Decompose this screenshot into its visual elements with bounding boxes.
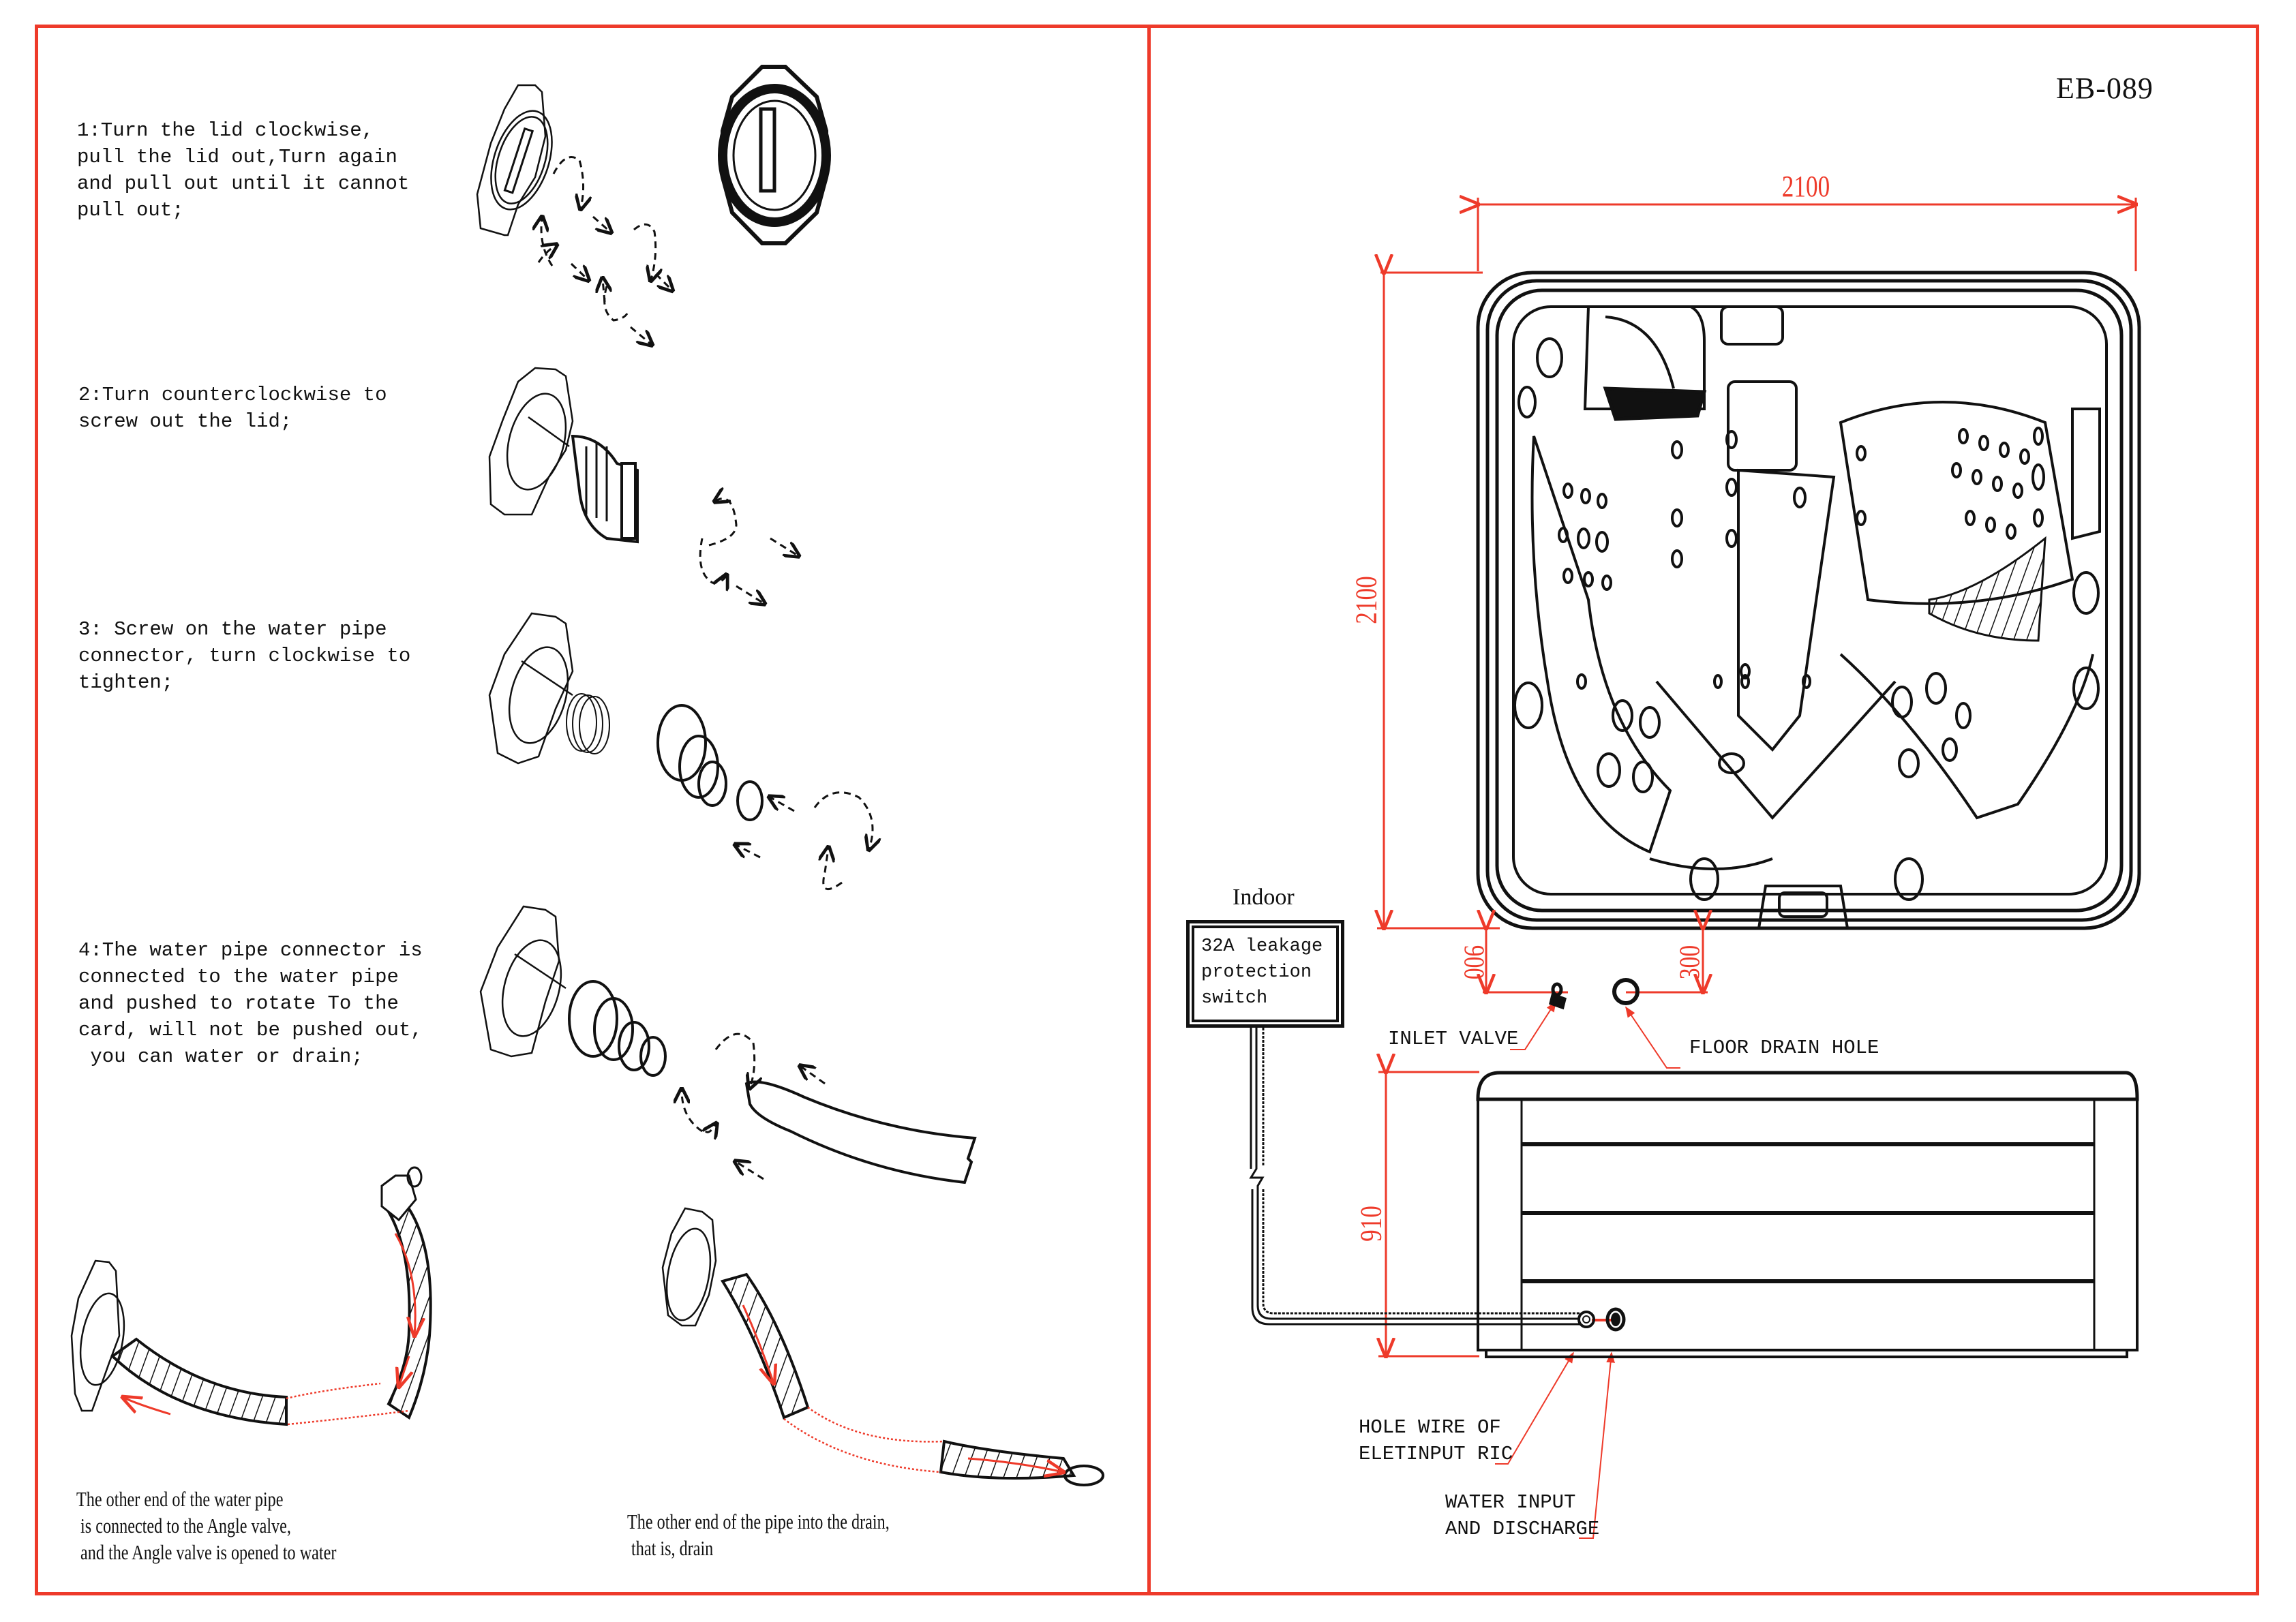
jet-hole [1793, 487, 1807, 508]
jet-hole [2012, 483, 2023, 499]
jet-hole [1562, 483, 1573, 499]
jet-hole [1965, 510, 1976, 526]
model-code: EB-089 [2056, 72, 2154, 105]
step-2-instruction: 2:Turn counterclockwise to screw out the… [78, 384, 387, 433]
jet-hole [1725, 478, 1738, 497]
dimension-drain-offset: 300 [1674, 945, 1706, 980]
dimension-top-depth: 2100 [1349, 576, 1383, 624]
dimension-top-width: 2100 [1781, 170, 1830, 203]
jet-hole [2019, 448, 2030, 465]
jet-hole [1671, 508, 1683, 527]
switch-label: 32A leakage protection switch [1192, 925, 1339, 1022]
jet-hole [1985, 517, 1996, 533]
jet-hole [1562, 568, 1573, 584]
jet-hole [1612, 699, 1633, 732]
jet-hole [2033, 427, 2044, 446]
panel-divider [1147, 25, 1151, 1595]
page-border [35, 25, 2259, 1595]
spa-top-view [1476, 271, 2141, 930]
jet-hole [1671, 549, 1683, 568]
jet-hole [1740, 674, 1750, 689]
jet-hole [1597, 752, 1621, 788]
jet-hole [1558, 527, 1569, 543]
floor-drain-hole-icon [1612, 978, 1640, 1005]
jet-hole [1725, 430, 1738, 449]
rotation-arrows-step1 [539, 156, 671, 345]
rotation-arrows-step4 [682, 1032, 826, 1180]
drain-valve-threaded-connector [488, 612, 764, 821]
jet-hole [1925, 672, 1947, 705]
jet-hole [1972, 469, 1982, 485]
jet-hole [1639, 706, 1661, 739]
jet-hole [1802, 674, 1811, 689]
step-3-instruction: 3: Screw on the water pipe connector, tu… [78, 618, 411, 694]
jet-hole [1601, 575, 1612, 591]
hole-wire-label: HOLE WIRE OF ELETINPUT RIC [1359, 1416, 1513, 1465]
jet-hole [1671, 440, 1683, 459]
jet-hole [1740, 663, 1751, 679]
jet-hole [1856, 510, 1867, 526]
step-1-instruction: 1:Turn the lid clockwise, pull the lid o… [77, 119, 410, 221]
hose-to-angle-valve [70, 1166, 432, 1426]
jet-hole [1577, 527, 1590, 549]
jet-hole [1978, 435, 1989, 451]
water-input-label: WATER INPUT AND DISCHARGE [1445, 1491, 1600, 1540]
jet-hole [1999, 442, 2010, 458]
jet-hole [1580, 488, 1591, 504]
inlet-valve-label: INLET VALVE [1388, 1028, 1519, 1050]
drain-valve-front-view [718, 65, 831, 245]
jet-hole [2033, 508, 2044, 527]
dimension-inlet-offset: 900 [1457, 945, 1490, 980]
jet-hole [1725, 529, 1738, 548]
floor-drain-hole-label: FLOOR DRAIN HOLE [1689, 1037, 1879, 1059]
rotation-arrows-step2 [699, 499, 798, 603]
jet-hole [1992, 476, 2003, 492]
caption-angle-valve: The other end of the water pipe is conne… [76, 1487, 337, 1564]
leakage-protection-switch: 32A leakage protection switch [1186, 920, 1344, 1028]
jet-hole [1958, 428, 1969, 444]
jet-hole [1856, 445, 1867, 461]
spa-jets [1558, 427, 2045, 793]
jet-hole [1597, 493, 1607, 509]
drain-valve-lid-unscrewed [488, 367, 639, 544]
drain-valve-connector-attached-hose [479, 905, 977, 1184]
jet-hole [2031, 463, 2045, 491]
power-cable [1249, 1028, 1580, 1326]
hose-to-floor-drain [661, 1207, 1104, 1486]
jet-hole [1891, 686, 1913, 718]
jet-hole [1583, 571, 1594, 587]
dimension-side-height: 910 [1354, 1206, 1388, 1242]
jet-hole [1942, 737, 1958, 762]
inlet-valve-icon [1549, 982, 1567, 1010]
jet-hole [2006, 523, 2016, 540]
dimension-lines [1377, 198, 2136, 1539]
jet-hole [1955, 702, 1972, 729]
drain-valve-lid-closed [476, 84, 553, 236]
caption-floor-drain: The other end of the pipe into the drain… [627, 1510, 890, 1560]
jet-hole [1632, 761, 1654, 793]
jet-hole [1898, 748, 1920, 778]
step-4-instruction: 4:The water pipe connector is connected … [78, 939, 423, 1068]
jet-hole [1713, 674, 1723, 689]
jet-hole [1951, 462, 1962, 478]
jet-hole [1595, 531, 1609, 553]
jet-hole [1718, 752, 1745, 774]
indoor-label: Indoor [1233, 885, 1295, 910]
spa-side-view [1476, 1071, 2139, 1358]
jet-hole [1576, 673, 1587, 690]
rotation-arrows-step3 [736, 791, 873, 890]
